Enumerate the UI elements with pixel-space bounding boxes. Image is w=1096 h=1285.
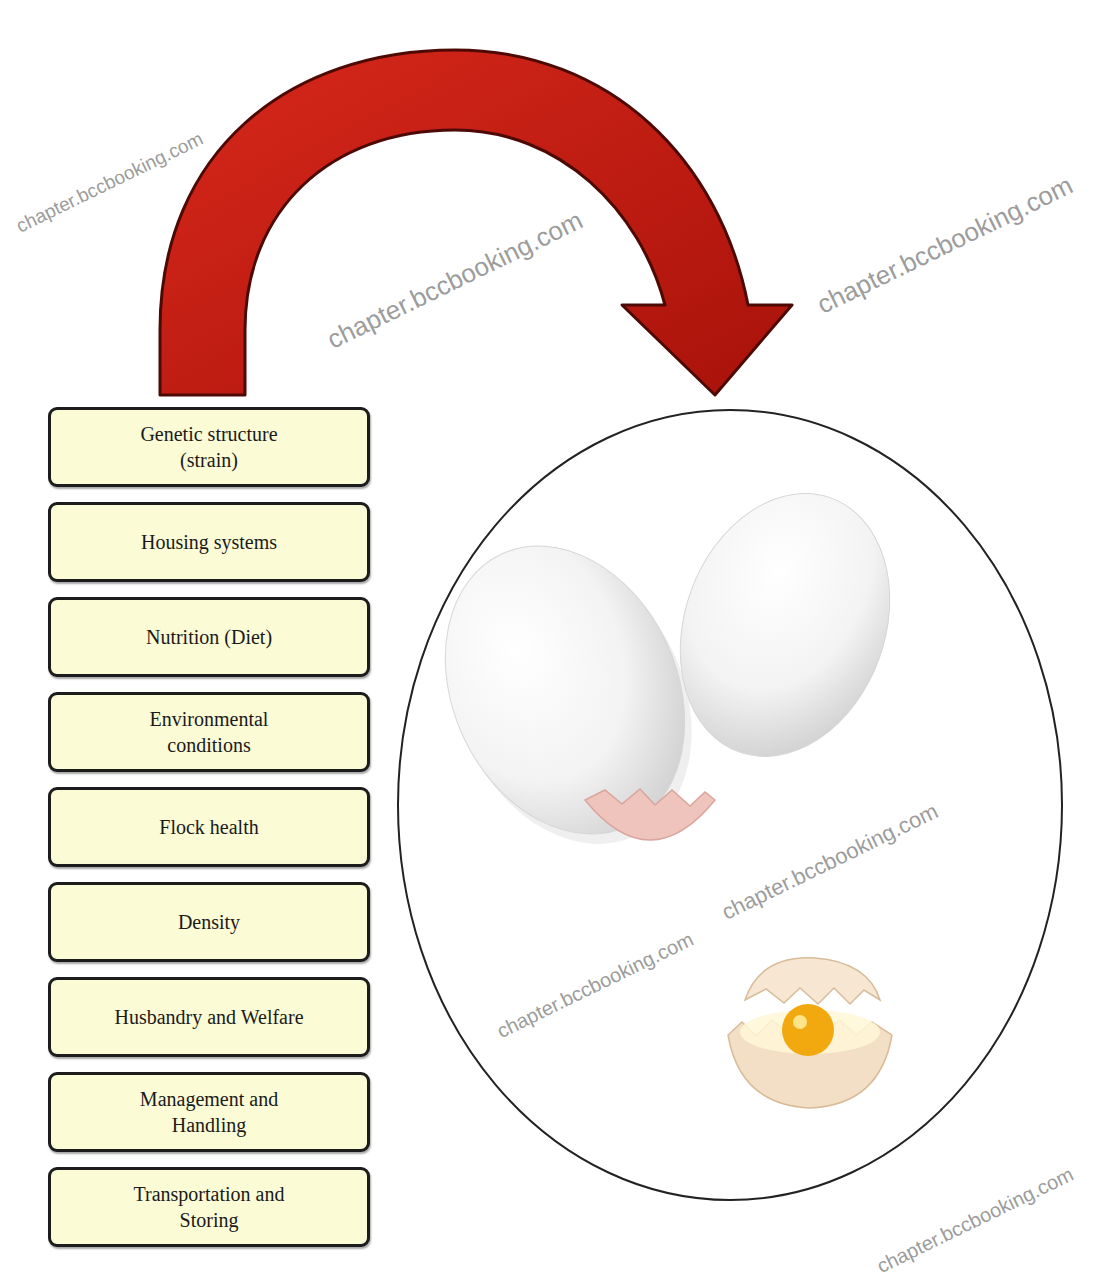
factor-box: Housing systems <box>48 502 370 582</box>
white-egg <box>645 464 925 786</box>
egg-circle <box>398 410 1062 1200</box>
factor-label: Density <box>178 909 240 935</box>
watermark: chapter.bccbooking.com <box>718 799 942 925</box>
factor-box: Environmental conditions <box>48 692 370 772</box>
watermark: chapter.bccbooking.com <box>323 206 588 355</box>
factor-box: Transportation and Storing <box>48 1167 370 1247</box>
factor-box: Husbandry and Welfare <box>48 977 370 1057</box>
factor-box: Genetic structure (strain) <box>48 407 370 487</box>
curved-arrow <box>160 50 792 395</box>
factor-label: Management and Handling <box>114 1086 304 1138</box>
watermark: chapter.bccbooking.com <box>493 928 697 1042</box>
factor-label: Husbandry and Welfare <box>114 1004 303 1030</box>
yolk <box>782 1004 834 1056</box>
factor-box: Nutrition (Diet) <box>48 597 370 677</box>
factor-label: Transportation and Storing <box>114 1181 304 1233</box>
yolk-shine <box>793 1015 807 1029</box>
egg-picture <box>400 464 925 1108</box>
factor-label: Flock health <box>159 814 258 840</box>
factor-label: Housing systems <box>141 529 277 555</box>
factor-label: Genetic structure (strain) <box>114 421 304 473</box>
upper-shell <box>745 958 880 1004</box>
factor-box: Density <box>48 882 370 962</box>
factor-label: Nutrition (Diet) <box>146 624 272 650</box>
pink-shell <box>585 789 715 840</box>
factor-label: Environmental conditions <box>114 706 304 758</box>
watermark: chapter.bccbooking.com <box>13 129 206 238</box>
white-egg <box>400 507 730 874</box>
factor-box: Management and Handling <box>48 1072 370 1152</box>
watermark: chapter.bccbooking.com <box>813 171 1078 320</box>
factor-box: Flock health <box>48 787 370 867</box>
watermark: chapter.bccbooking.com <box>873 1163 1077 1277</box>
